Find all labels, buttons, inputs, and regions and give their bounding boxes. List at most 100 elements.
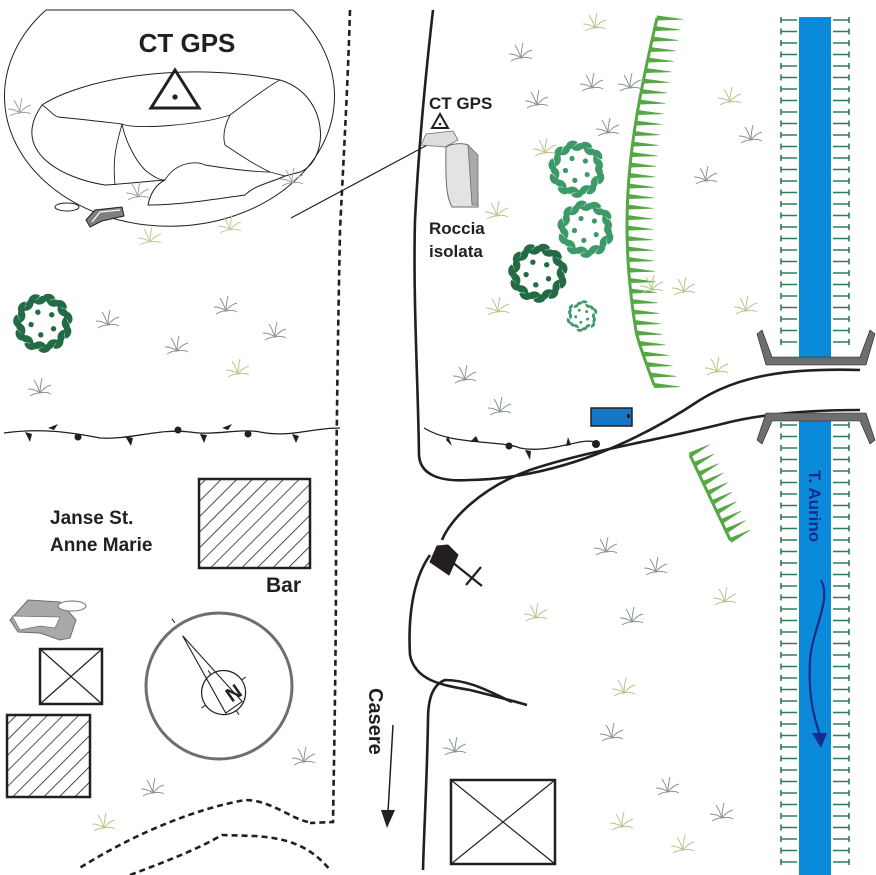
bank-tick xyxy=(833,63,850,69)
bank-tick xyxy=(833,132,850,138)
bank-tick xyxy=(833,675,850,681)
bank-tick xyxy=(780,40,797,46)
bank-tick xyxy=(780,155,797,161)
building-label-line1: Janse St. xyxy=(50,508,133,529)
tree-icon xyxy=(557,200,614,258)
grass-tuft-icon xyxy=(643,556,668,576)
bank-tick xyxy=(833,304,850,311)
bank-tick xyxy=(833,491,850,497)
grass-tuft-icon xyxy=(27,377,52,397)
bank-tick xyxy=(780,316,797,322)
bank-tick xyxy=(780,479,797,486)
bank-tick xyxy=(780,755,797,762)
building-label-line2: Anne Marie xyxy=(50,535,152,556)
crossed-building-large xyxy=(449,778,557,866)
bank-tick xyxy=(833,155,850,161)
bank-tick xyxy=(833,778,850,785)
bank-tick xyxy=(780,247,797,253)
bank-tick xyxy=(780,744,797,750)
compass-north-icon: N xyxy=(144,611,294,761)
grass-tuft-icon xyxy=(599,722,624,742)
bank-tick xyxy=(833,28,850,35)
bank-tick xyxy=(833,74,850,81)
flow-arrow-icon xyxy=(808,579,826,736)
tree-icon xyxy=(13,293,73,353)
grass-tuft-icon xyxy=(619,606,644,626)
gps-point-marker xyxy=(420,111,459,148)
bank-tick xyxy=(833,801,850,808)
bank-tick xyxy=(833,571,850,578)
bank-tick xyxy=(833,583,850,589)
bank-tick xyxy=(833,201,850,207)
bank-tick xyxy=(780,790,797,796)
grass-tuft-icon xyxy=(671,276,696,296)
hatched-building-small xyxy=(5,713,92,799)
bank-tick xyxy=(833,247,850,253)
bank-tick xyxy=(833,709,850,716)
bank-tick xyxy=(833,422,850,428)
bank-tick xyxy=(833,836,850,842)
bank-tick xyxy=(833,120,850,127)
grass-tuft-icon xyxy=(213,295,238,315)
bank-tick xyxy=(780,663,797,670)
grass-tuft-icon xyxy=(733,295,758,315)
bank-tick xyxy=(780,51,797,58)
bank-tick xyxy=(780,629,797,635)
bank-tick xyxy=(833,698,850,704)
bank-tick xyxy=(780,686,797,693)
grass-tuft-icon xyxy=(738,124,763,144)
bank-tick xyxy=(833,606,850,612)
crossed-building-small xyxy=(38,647,104,706)
inset-rock-outline xyxy=(31,71,321,206)
bank-tick xyxy=(833,652,850,658)
bank-tick xyxy=(780,166,797,173)
hedge-markers xyxy=(25,424,600,460)
river-water-south xyxy=(799,415,831,875)
bank-tick xyxy=(833,479,850,486)
bank-tick xyxy=(780,732,797,739)
scarp-icon xyxy=(688,444,751,543)
bank-tick xyxy=(780,445,797,451)
bank-tick xyxy=(833,445,850,451)
grass-tuft-icon xyxy=(524,89,549,109)
grass-tuft-icon xyxy=(611,677,636,697)
bank-tick xyxy=(833,824,850,831)
flow-arrowhead-icon xyxy=(812,733,827,748)
bank-tick xyxy=(780,63,797,69)
river: T. Aurino xyxy=(780,17,850,875)
bank-tick xyxy=(780,28,797,35)
scarp-icon xyxy=(625,15,684,389)
bank-tick xyxy=(780,339,797,345)
hedge-fence xyxy=(3,427,599,450)
bank-tick xyxy=(780,698,797,704)
grass-tuft-icon xyxy=(291,746,316,766)
grass-tuft-icon xyxy=(693,165,718,185)
bank-tick xyxy=(780,304,797,311)
bank-tick xyxy=(780,767,797,773)
bank-tick xyxy=(833,790,850,796)
bank-tick xyxy=(833,281,850,288)
grass-tuft-icon xyxy=(655,776,680,796)
bank-tick xyxy=(780,606,797,612)
bank-tick xyxy=(780,97,797,104)
bank-tick xyxy=(833,316,850,322)
direction-arrow-icon xyxy=(381,724,395,828)
grass-tuft-icon xyxy=(91,812,116,832)
tree-icon xyxy=(548,140,605,198)
bank-tick xyxy=(780,847,797,854)
bank-tick xyxy=(833,502,850,509)
survey-point-triangle-icon xyxy=(148,67,202,110)
bank-tick xyxy=(780,548,797,555)
bank-tick xyxy=(833,537,850,543)
bank-tick xyxy=(780,675,797,681)
bank-tick xyxy=(833,293,850,299)
grass-tuft-icon xyxy=(442,736,467,756)
bank-tick xyxy=(780,537,797,543)
bank-tick xyxy=(833,721,850,727)
bank-tick xyxy=(833,686,850,693)
bank-tick xyxy=(833,468,850,474)
bank-tick xyxy=(833,166,850,173)
grass-tuft-icon xyxy=(225,358,250,378)
bank-tick xyxy=(833,51,850,58)
